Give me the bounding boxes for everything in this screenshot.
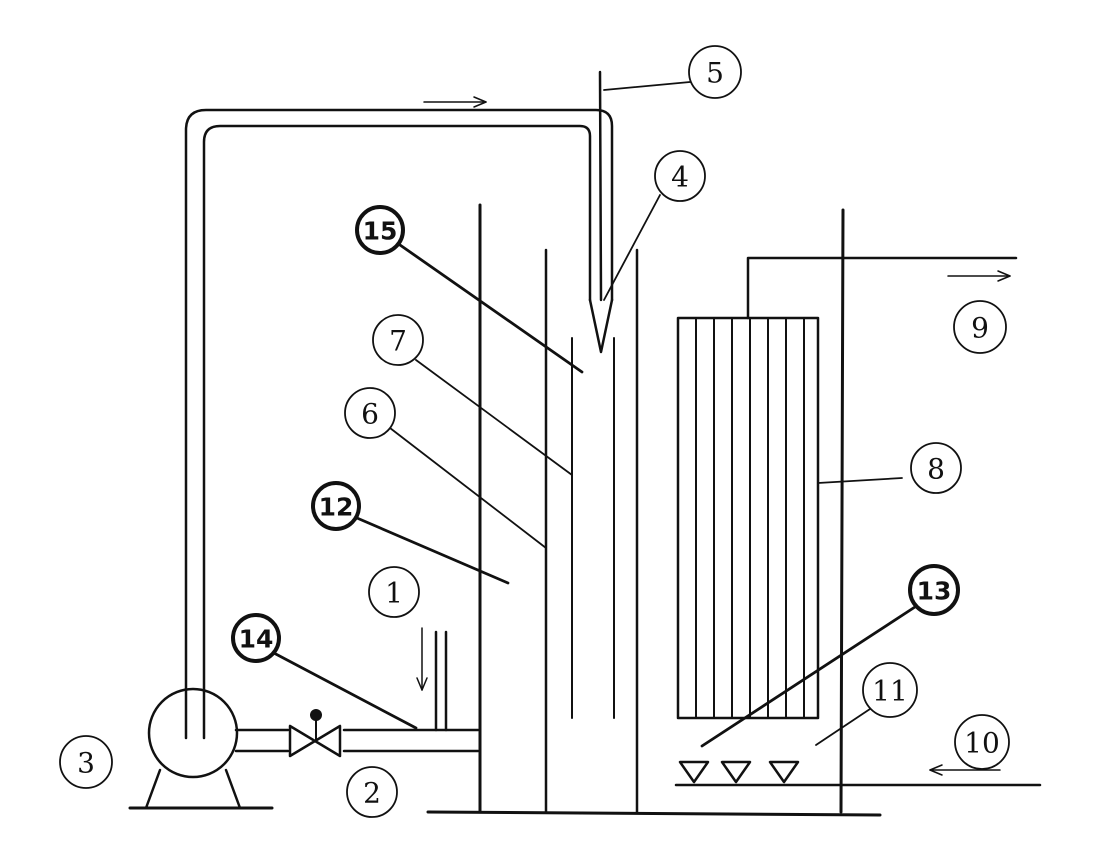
callout-4-label: 4 — [671, 161, 689, 194]
callout-11-label: 11 — [872, 675, 908, 708]
callout-10-label: 10 — [964, 727, 1000, 760]
leader-lines — [270, 81, 920, 748]
recirculation-pipe — [184, 108, 614, 740]
callout-9: 9 — [953, 300, 1007, 354]
callout-13-label: 13 — [917, 577, 952, 606]
callout-10: 10 — [954, 714, 1010, 770]
callout-5-label: 5 — [706, 57, 724, 90]
draft-tube — [544, 248, 639, 814]
callout-9-label: 9 — [971, 312, 989, 345]
callout-8: 8 — [910, 442, 962, 494]
callout-6-label: 6 — [361, 398, 379, 431]
diffuser-nozzles — [678, 760, 800, 784]
feed-inlet-pipe — [434, 630, 448, 732]
callout-3-label: 3 — [77, 747, 95, 780]
callout-14: 14 — [231, 613, 281, 663]
inner-tube — [571, 337, 615, 719]
callout-2-label: 2 — [363, 777, 381, 810]
reactor-right-wall — [839, 208, 845, 814]
callout-15: 15 — [355, 205, 405, 255]
callout-11: 11 — [862, 662, 918, 718]
pipe-5 — [598, 70, 603, 302]
flow-arrow-permeate — [947, 270, 1011, 282]
callout-6: 6 — [344, 387, 396, 439]
callout-2: 2 — [346, 766, 398, 818]
callout-4: 4 — [654, 150, 706, 202]
callout-5: 5 — [688, 45, 742, 99]
callout-3: 3 — [59, 735, 113, 789]
callout-1-label: 1 — [385, 577, 403, 610]
callout-7-label: 7 — [389, 325, 407, 358]
flow-arrow-air — [929, 764, 1001, 776]
flow-arrow-feed — [416, 627, 428, 691]
callout-12-label: 12 — [319, 493, 354, 522]
flow-arrow-top — [423, 96, 487, 108]
callout-7: 7 — [372, 314, 424, 366]
callout-8-label: 8 — [927, 453, 945, 486]
permeate-outlet-pipe — [746, 256, 1018, 320]
ground-line — [426, 810, 882, 817]
membrane-module — [676, 316, 820, 720]
callout-13: 13 — [908, 564, 960, 616]
inlet-pipe — [234, 728, 480, 753]
callout-12: 12 — [311, 481, 361, 531]
valve — [288, 709, 342, 758]
pump — [128, 687, 274, 810]
callout-14-label: 14 — [239, 625, 274, 654]
callout-15-label: 15 — [363, 217, 398, 246]
callout-1: 1 — [368, 566, 420, 618]
